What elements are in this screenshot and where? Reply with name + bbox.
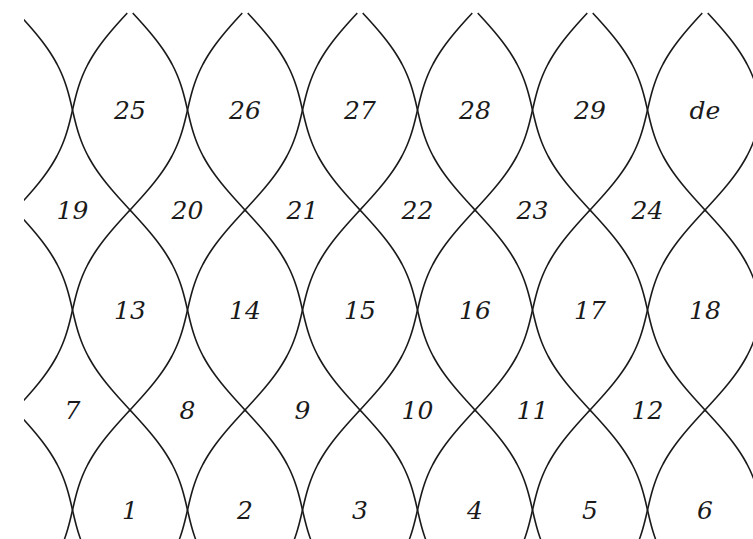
- cell-number: de: [690, 98, 721, 123]
- cell-number: 9: [295, 398, 311, 423]
- lattice-curve: [24, 13, 313, 539]
- lattice-curve: [708, 13, 753, 539]
- cell-number: 20: [172, 198, 204, 223]
- cell-number: 24: [632, 198, 664, 223]
- lattice-curve: [133, 13, 428, 539]
- cell-number: 29: [574, 98, 606, 123]
- lattice-curve: [24, 13, 83, 539]
- lattice-curve: [24, 13, 198, 539]
- cell-number: 14: [229, 298, 261, 323]
- cell-number: 3: [352, 498, 368, 523]
- cell-number: 7: [65, 398, 81, 423]
- cell-number: 4: [467, 498, 483, 523]
- cell-number: 21: [287, 198, 319, 223]
- cell-number: 28: [459, 98, 491, 123]
- cell-number: 26: [229, 98, 261, 123]
- cell-number: 1: [122, 498, 138, 523]
- cell-number: 27: [344, 98, 376, 123]
- lattice-curve: [593, 13, 753, 539]
- lattice-curve: [637, 13, 753, 539]
- cell-number: 13: [114, 298, 146, 323]
- cell-number: 2: [237, 498, 253, 523]
- cell-number: 18: [689, 298, 721, 323]
- cell-number: 25: [114, 98, 146, 123]
- cell-number: 16: [459, 298, 491, 323]
- lattice-curve: [363, 13, 658, 539]
- cell-number: 6: [697, 498, 713, 523]
- cell-number: 11: [517, 398, 549, 423]
- cell-number: 17: [574, 298, 606, 323]
- cell-number: 5: [582, 498, 598, 523]
- lattice-curve: [24, 13, 127, 539]
- cell-number: 19: [57, 198, 89, 223]
- cell-number: 23: [517, 198, 549, 223]
- cell-number: 15: [344, 298, 376, 323]
- cell-number: 12: [632, 398, 664, 423]
- cell-number: 10: [402, 398, 434, 423]
- lattice-curve: [478, 13, 753, 539]
- lattice-curve: [24, 13, 242, 539]
- cell-number: 22: [402, 198, 434, 223]
- cell-number: 8: [180, 398, 196, 423]
- lattice-curve: [248, 13, 543, 539]
